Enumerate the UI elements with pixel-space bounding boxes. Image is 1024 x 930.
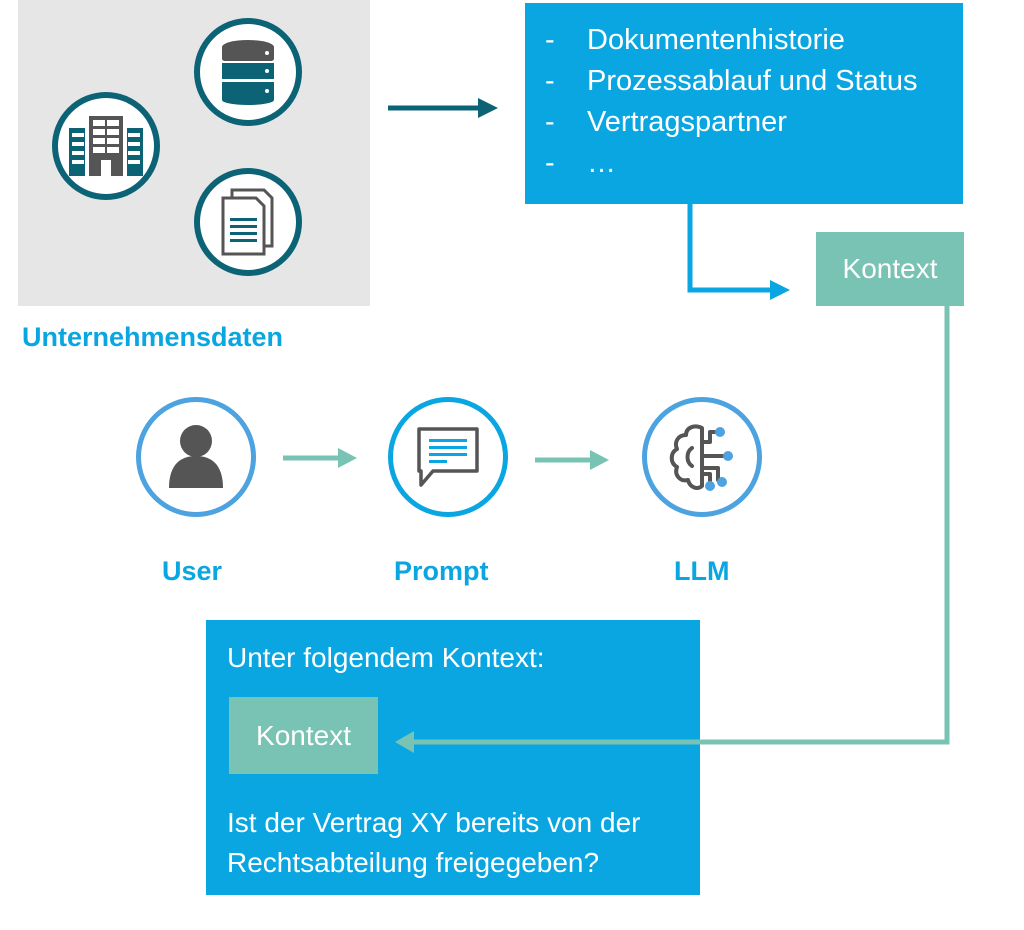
context-box: Kontext [816,232,964,306]
info-item: -Prozessablauf und Status [545,61,963,102]
database-circle [194,18,302,126]
arrow-prompt-to-llm [535,450,609,470]
prompt-question-line-2: Rechtsabteilung freigegeben? [227,847,600,878]
info-bullet: - [545,106,555,138]
prompt-label: Prompt [394,556,489,586]
prompt-question: Ist der Vertrag XY bereits von der Recht… [227,803,640,883]
user-circle [136,397,256,517]
info-item: -Vertragspartner [545,102,963,143]
info-item: -Dokumentenhistorie [545,20,963,61]
info-box: -Dokumentenhistorie -Prozessablauf und S… [525,3,963,204]
prompt-box: Unter folgendem Kontext: Kontext Ist der… [206,620,700,895]
prompt-circle [388,397,508,517]
info-bullet: - [545,147,555,179]
prompt-question-line-1: Ist der Vertrag XY bereits von der [227,807,641,838]
brain-circuit-icon [669,424,733,491]
building-circle [52,92,160,200]
chat-bubble-icon [417,427,479,487]
info-bullet: - [545,24,555,56]
prompt-context-box: Kontext [229,697,378,774]
info-list: -Dokumentenhistorie -Prozessablauf und S… [525,3,963,184]
enterprise-data-label: Unternehmensdaten [22,322,284,352]
arrow-info-to-context [687,204,790,300]
info-item-text: Prozessablauf und Status [587,65,918,97]
prompt-intro: Unter folgendem Kontext: [227,642,545,673]
user-icon [169,425,223,488]
info-bullet: - [545,65,555,97]
arrow-user-to-prompt [283,448,357,468]
llm-circle [642,397,762,517]
documents-icon [221,188,274,256]
info-item: -… [545,143,963,184]
arrow-data-to-info [388,98,498,118]
user-label: User [162,556,223,586]
llm-label: LLM [674,556,730,586]
info-item-text: Vertragspartner [587,106,787,138]
info-item-text: … [587,147,616,179]
documents-circle [194,168,302,276]
building-icon [69,116,143,176]
info-item-text: Dokumentenhistorie [587,24,845,56]
database-icon [222,40,274,105]
